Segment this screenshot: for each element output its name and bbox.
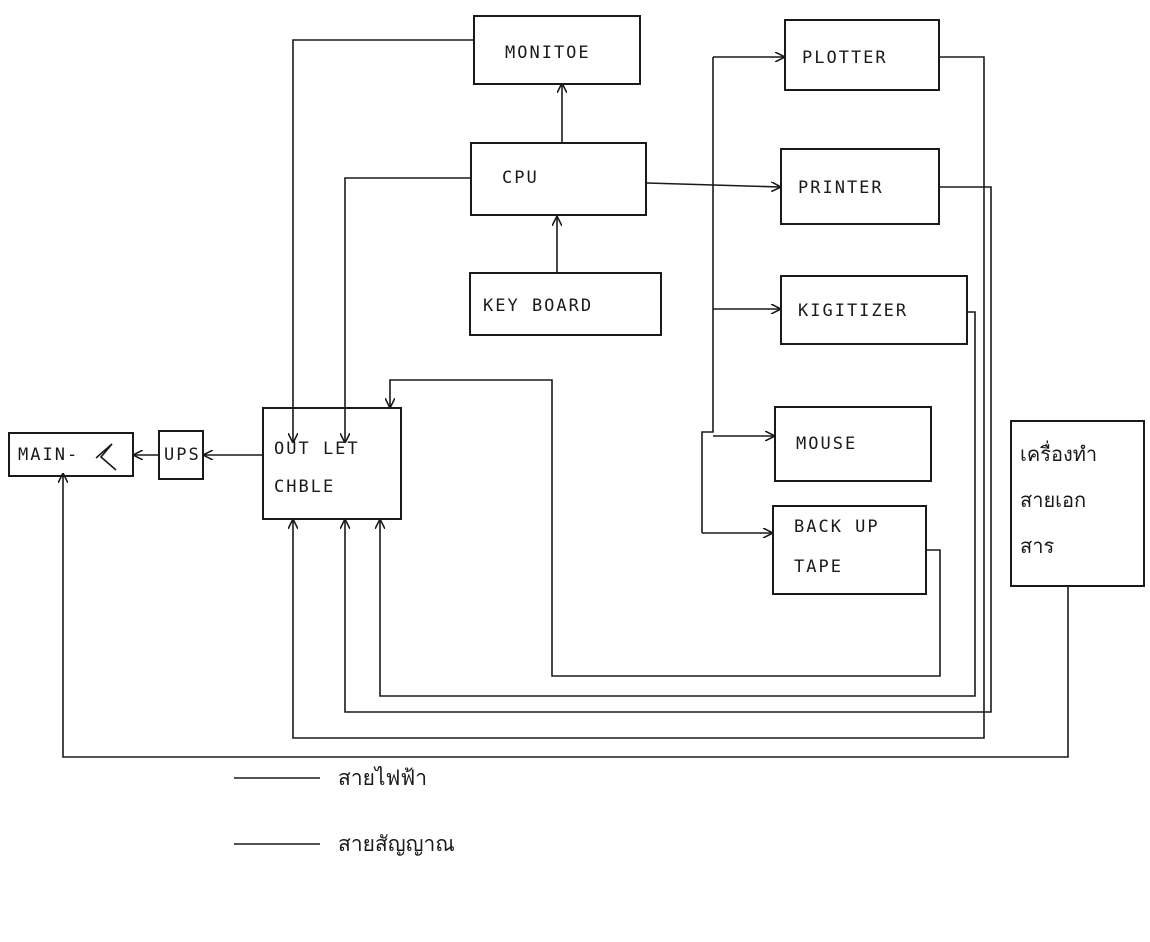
legend-signal-label: สายสัญญาณ: [338, 828, 455, 861]
printer-label: PRINTER: [798, 178, 884, 198]
main-box: MAIN-: [8, 432, 134, 477]
monitor-label: MONITOE: [505, 43, 591, 63]
ups-label: UPS: [164, 445, 201, 465]
main-label: MAIN-: [18, 445, 79, 465]
digitizer-label: KIGITIZER: [798, 301, 908, 321]
mouse-label: MOUSE: [796, 434, 857, 454]
monitor-box: MONITOE: [473, 15, 641, 85]
ups-box: UPS: [158, 430, 204, 480]
plotter-box: PLOTTER: [784, 19, 940, 91]
digitizer-return-line: [380, 312, 975, 696]
keyboard-label: KEY BOARD: [483, 296, 593, 316]
document-machine-label-2: สายเอก: [1020, 484, 1086, 516]
backup-tape-label-2: TAPE: [794, 557, 843, 577]
monitor-outlet-line: [293, 40, 473, 442]
keyboard-box: KEY BOARD: [469, 272, 662, 336]
backup-tape-label-1: BACK UP: [794, 517, 880, 537]
document-machine-label-3: สาร: [1020, 530, 1054, 562]
mouse-box: MOUSE: [774, 406, 932, 482]
digitizer-box: KIGITIZER: [780, 275, 968, 345]
cpu-outlet-line: [345, 178, 470, 442]
document-machine-box: เครื่องทำ สายเอก สาร: [1010, 420, 1145, 587]
printer-box: PRINTER: [780, 148, 940, 225]
document-machine-label-1: เครื่องทำ: [1020, 438, 1097, 470]
outlet-label-2: CHBLE: [274, 477, 335, 497]
outlet-cable-box: OUT LET CHBLE: [262, 407, 402, 520]
legend-power-label: สายไฟฟ้า: [338, 762, 427, 795]
cpu-box: CPU: [470, 142, 647, 216]
plotter-label: PLOTTER: [802, 48, 888, 68]
backup-tape-box: BACK UP TAPE: [772, 505, 927, 595]
signal-bus: [702, 57, 713, 533]
outlet-label-1: OUT LET: [274, 439, 360, 459]
cpu-label: CPU: [502, 168, 539, 188]
